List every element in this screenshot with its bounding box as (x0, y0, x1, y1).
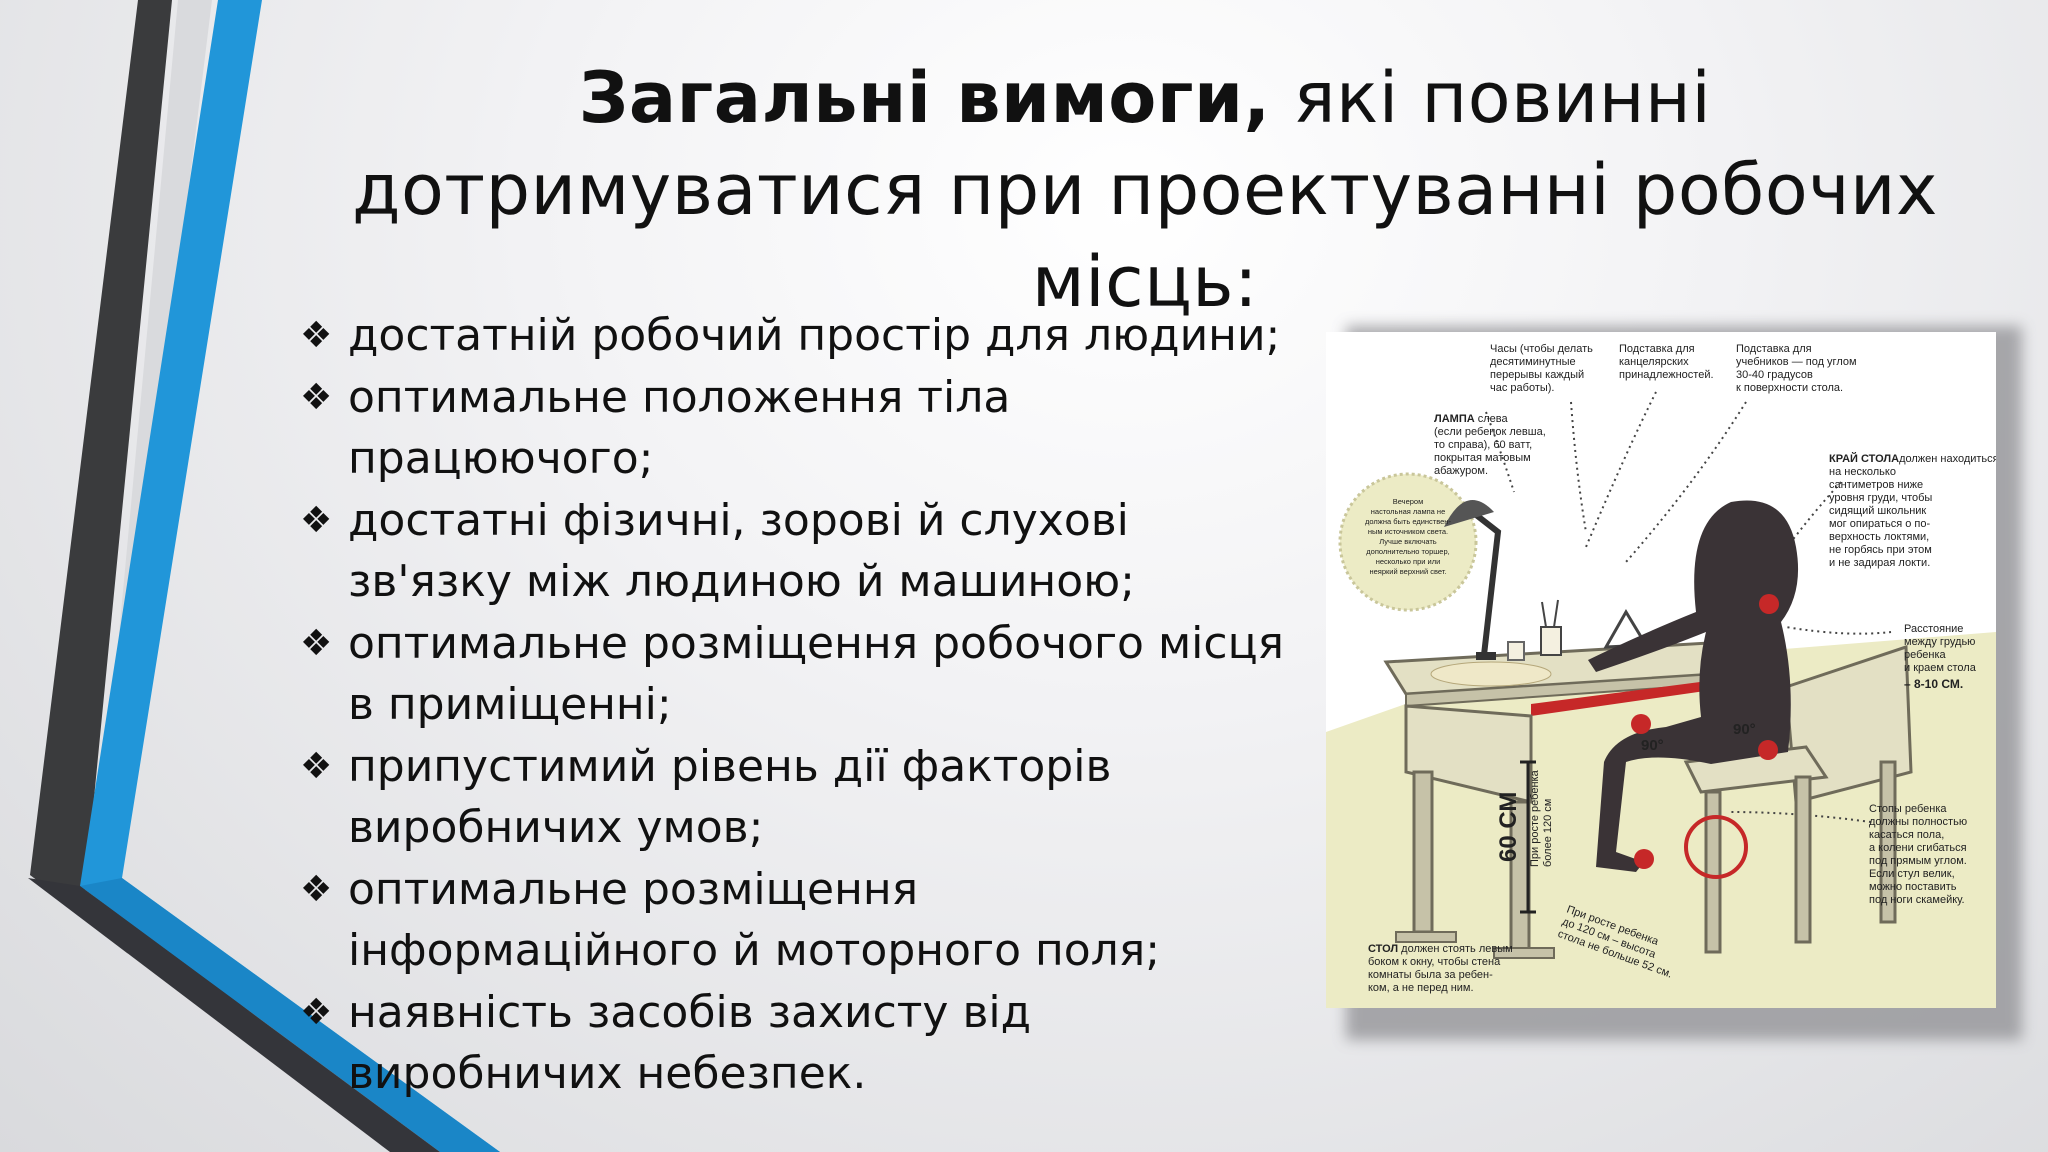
feet-note-line: под ноги скамейку. (1869, 894, 1965, 906)
desk-height-side-note: При росте ребенкаболее 120 см (1529, 769, 1554, 867)
requirement-text: достатній робочий простір для людини; (348, 310, 1281, 361)
lamp-note-line: (если ребенок левша, (1434, 426, 1546, 438)
desk-placement-note-line: комнаты была за ребен- (1368, 969, 1493, 981)
distance-note-line: между грудью (1904, 636, 1975, 648)
desk-edge-note-title: КРАЙ СТОЛА (1829, 452, 1899, 465)
clock-note-line: час работы). (1490, 382, 1554, 394)
requirement-text: наявність засобів захисту від виробничих… (348, 986, 1032, 1100)
desk-edge-note-line: не горбясь при этом (1829, 544, 1932, 556)
feet-note-line: можно поставить (1869, 881, 1957, 893)
evening-light-note-line: Лучше включать (1379, 537, 1436, 546)
requirements-list: ❖ достатній робочий простір для людини; ❖ о… (300, 305, 1300, 1105)
clock-note-line: десятиминутные (1490, 356, 1576, 368)
feet-note-line: касаться пола, (1869, 829, 1944, 841)
requirement-text: оптимальне розміщення інформаційного й м… (348, 863, 1161, 977)
requirement-item: ❖ оптимальне розміщення робочого місця в … (300, 613, 1300, 736)
slide-title-rest: які повинні дотримуватися при проектуван… (352, 57, 1938, 323)
lamp-note: ЛАМПА слева(если ребенок левша,то справа… (1434, 413, 1546, 477)
evening-light-note-line: должна быть единствен- (1365, 517, 1451, 526)
slide-title: Загальні вимоги, які повинні дотримувати… (300, 52, 1990, 328)
bullet-diamond-icon: ❖ (300, 745, 333, 787)
stationery-note-line: принадлежностей. (1619, 369, 1714, 381)
distance-note-line: Расстояние (1904, 623, 1963, 635)
bullet-diamond-icon: ❖ (300, 622, 333, 664)
slide-title-bold: Загальні вимоги, (578, 57, 1271, 139)
hip-angle-label: 90° (1733, 721, 1756, 738)
book-stand-note-line: к поверхности стола. (1736, 382, 1843, 394)
lamp-note-line: покрытая матовым (1434, 452, 1531, 464)
lamp-note-line: абажуром. (1434, 465, 1488, 477)
desk-height-side-note-line: При росте ребенка (1529, 769, 1541, 867)
desk-edge-note-line: мог опираться о по- (1829, 518, 1930, 530)
clock-note-line: Часы (чтобы делать (1490, 343, 1593, 355)
distance-value: – 8-10 СМ. (1904, 677, 1963, 691)
desk-placement-note-title: СТОЛ (1368, 943, 1398, 955)
requirement-text: припустимий рівень дії факторів виробнич… (348, 740, 1112, 854)
stationery-note-line: Подставка для (1619, 343, 1695, 355)
distance-note-line: и краем стола (1904, 662, 1977, 674)
requirement-text: оптимальне положення тіла працюючого; (348, 371, 1011, 485)
requirement-item: ❖ оптимальне розміщення інформаційного й … (300, 859, 1300, 982)
book-stand-note-line: учебников — под углом (1736, 356, 1857, 368)
feet-note-line: под прямым углом. (1869, 855, 1967, 867)
desk-edge-note-line: уровня груди, чтобы (1829, 492, 1932, 504)
bullet-diamond-icon: ❖ (300, 315, 333, 356)
info-circle (1338, 472, 1478, 612)
evening-light-note-line: неяркий верхний свет. (1369, 567, 1446, 576)
requirement-item: ❖ достатні фізичні, зорові й слухові зв'я… (300, 490, 1300, 613)
lamp-note-line: то справа), 60 ватт, (1434, 439, 1532, 451)
requirement-item: ❖ припустимий рівень дії факторів виробни… (300, 736, 1300, 859)
requirement-item: ❖ оптимальне положення тіла працюючого; (300, 367, 1300, 490)
desk-placement-note-line: должен стоять левым (1398, 943, 1513, 955)
clock-note-line: перерывы каждый (1490, 369, 1584, 381)
evening-light-note-line: ным источником света. (1368, 527, 1448, 536)
evening-light-note-line: несколько при или (1376, 557, 1441, 566)
desk-edge-note-line: сидящий школьник (1829, 505, 1926, 517)
bullet-diamond-icon: ❖ (300, 376, 333, 418)
stationery-note-line: канцелярских (1619, 356, 1689, 368)
desk-height-side-note-line: более 120 см (1542, 799, 1554, 867)
bullet-diamond-icon: ❖ (300, 868, 333, 910)
book-stand-note-line: 30-40 градусов (1736, 369, 1813, 381)
lamp-note-line: слева (1475, 413, 1509, 425)
lamp-note-title: ЛАМПА (1434, 413, 1475, 425)
desk-edge-note-line: должен находиться (1899, 453, 1996, 465)
requirement-item: ❖ наявність засобів захисту від виробничи… (300, 982, 1300, 1105)
desk-drawer (1404, 704, 1533, 804)
evening-light-note-line: настольная лампа не (1371, 507, 1446, 516)
requirement-text: оптимальне розміщення робочого місця в п… (348, 617, 1284, 731)
distance-note-line: ребенка (1904, 649, 1947, 661)
book-stand-note-line: Подставка для (1736, 343, 1812, 355)
evening-light-note-line: Вечером (1393, 497, 1424, 506)
child-silhouette (1588, 500, 1799, 872)
desk-edge-note-line: и не задирая локти. (1829, 557, 1930, 569)
desk-height-value: 60 СМ (1495, 792, 1522, 862)
desk-placement-note-line: ком, а не перед ним. (1368, 982, 1474, 994)
desk-edge-marker (1531, 676, 1746, 716)
feet-note-line: должны полностью (1869, 816, 1967, 828)
knee-angle-label: 90° (1641, 737, 1664, 754)
requirement-item: ❖ достатній робочий простір для людини; (300, 305, 1300, 367)
evening-light-note-line: дополнительно торшер, (1366, 547, 1449, 556)
desk-edge-note-line: сантиметров ниже (1829, 479, 1923, 491)
desk-edge-note-line: верхность локтями, (1829, 531, 1929, 543)
feet-note-line: Стопы ребенка (1869, 803, 1947, 815)
desk-placement-note-line: боком к окну, чтобы стена (1368, 956, 1501, 968)
desk-edge-note-line: на несколько (1829, 466, 1896, 478)
feet-note-line: а колени сгибаться (1869, 842, 1967, 854)
feet-note-line: Если стул велик, (1869, 868, 1955, 880)
bullet-diamond-icon: ❖ (300, 499, 333, 541)
requirement-text: достатні фізичні, зорові й слухові зв'яз… (348, 494, 1135, 608)
bullet-diamond-icon: ❖ (300, 991, 333, 1033)
